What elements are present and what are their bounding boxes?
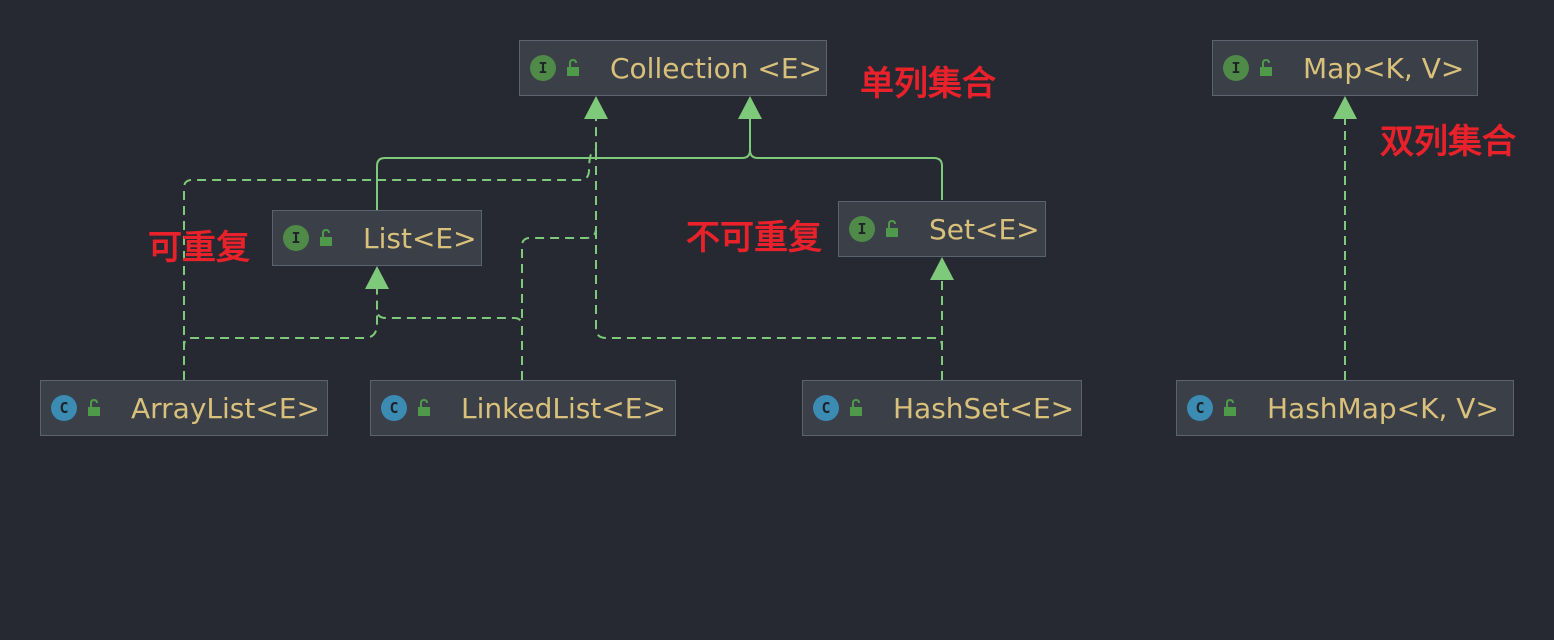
interface-icon: I (283, 225, 309, 251)
edge-arraylist-implements-list (183, 288, 378, 380)
annotation-non-repeatable: 不可重复 (686, 218, 822, 258)
arrowhead-collection-right (738, 96, 762, 119)
unlocked-icon (567, 58, 579, 76)
arrowhead-list (365, 266, 389, 289)
node-name: LinkedList<E> (461, 391, 666, 425)
class-icon: C (813, 395, 839, 421)
class-icon: C (51, 395, 77, 421)
edge-linkedlist-implements-list (376, 309, 523, 380)
arrowhead-set (930, 257, 954, 280)
node-name: List<E> (363, 221, 477, 255)
unlocked-icon (418, 398, 430, 416)
node-hashmap[interactable]: C HashMap<K, V> (1176, 380, 1514, 436)
unlocked-icon (88, 398, 100, 416)
arrowhead-collection-left (584, 96, 608, 119)
node-list[interactable]: I List<E> (272, 210, 482, 266)
node-hashset[interactable]: C HashSet<E> (802, 380, 1082, 436)
interface-icon: I (1223, 55, 1249, 81)
node-linkedlist[interactable]: C LinkedList<E> (370, 380, 676, 436)
interface-icon: I (849, 216, 875, 242)
node-set[interactable]: I Set<E> (838, 201, 1046, 257)
edge-set-extends-collection (749, 149, 943, 200)
annotation-single-column: 单列集合 (860, 64, 996, 104)
node-map[interactable]: I Map<K, V> (1212, 40, 1478, 96)
unlocked-icon (850, 398, 862, 416)
annotation-double-column: 双列集合 (1380, 122, 1516, 162)
node-name: HashSet<E> (893, 391, 1075, 425)
node-collection[interactable]: I Collection <E> (519, 40, 827, 96)
node-name: ArrayList<E> (131, 391, 320, 425)
edge-list-extends-collection (376, 118, 751, 210)
interface-icon: I (530, 55, 556, 81)
class-icon: C (381, 395, 407, 421)
annotation-repeatable: 可重复 (148, 228, 250, 268)
class-icon: C (1187, 395, 1213, 421)
unlocked-icon (1260, 58, 1272, 76)
node-arraylist[interactable]: C ArrayList<E> (40, 380, 328, 436)
arrowhead-map (1333, 96, 1357, 119)
node-name: Collection <E> (610, 51, 823, 85)
unlocked-icon (886, 219, 898, 237)
unlocked-icon (320, 228, 332, 246)
node-name: Set<E> (929, 212, 1040, 246)
node-name: HashMap<K, V> (1267, 391, 1499, 425)
edge-arraylist-implements-collection (183, 118, 597, 380)
unlocked-icon (1224, 398, 1236, 416)
node-name: Map<K, V> (1303, 51, 1465, 85)
edge-linkedlist-implements-collection (521, 150, 597, 318)
